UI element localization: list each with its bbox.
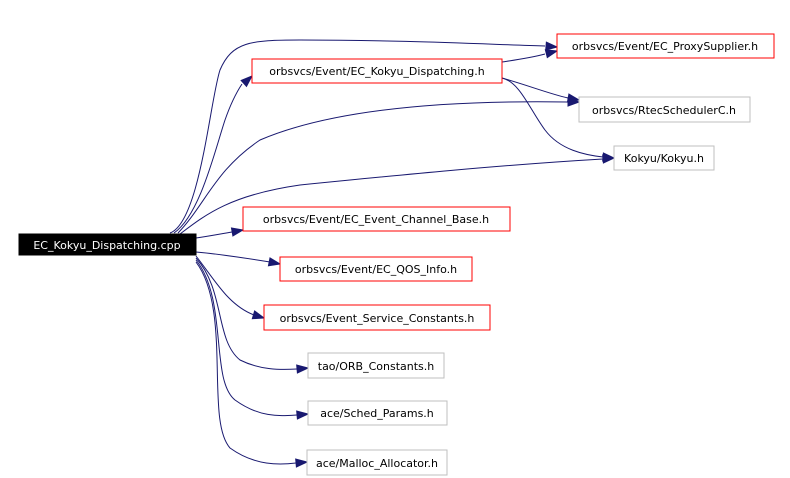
edge-root-to-event-channel-base <box>195 227 245 239</box>
node-kokyu-h-label: Kokyu/Kokyu.h <box>624 152 704 165</box>
edge-arrowhead <box>296 410 310 420</box>
node-kokyu-dispatching-h[interactable]: orbsvcs/Event/EC_Kokyu_Dispatching.h <box>251 58 503 84</box>
node-event-service-constants[interactable]: orbsvcs/Event_Service_Constants.h <box>263 304 491 331</box>
node-rtec-scheduler-label: orbsvcs/RtecSchedulerC.h <box>592 104 736 117</box>
nodes-layer: EC_Kokyu_Dispatching.cpp orbsvcs/Event/E… <box>18 33 775 476</box>
node-rtec-scheduler[interactable]: orbsvcs/RtecSchedulerC.h <box>578 96 751 123</box>
edge-arrowhead <box>295 458 309 468</box>
edge-arrowhead <box>602 152 616 162</box>
edge-root-to-qos-info <box>195 251 282 267</box>
edge-line <box>179 158 604 235</box>
edge-line <box>195 255 255 316</box>
edge-arrowhead <box>240 75 254 88</box>
edge-line <box>501 77 604 158</box>
edge-line <box>169 39 546 234</box>
node-root-box <box>18 233 197 256</box>
edge-arrowhead <box>296 364 310 374</box>
edge-line <box>195 231 233 239</box>
edge-line <box>195 261 297 465</box>
node-event-channel-base-label: orbsvcs/Event/EC_Event_Channel_Base.h <box>263 213 489 226</box>
edge-root-to-sched-params <box>195 259 310 420</box>
node-sched-params-box <box>307 400 448 426</box>
edge-kokyu-dispatching-h-to-proxy-supplier <box>501 49 559 63</box>
edge-arrowhead <box>545 41 559 51</box>
edge-arrowhead <box>267 257 282 267</box>
node-orb-constants-box <box>307 352 445 379</box>
node-event-channel-base[interactable]: orbsvcs/Event/EC_Event_Channel_Base.h <box>242 206 511 232</box>
edge-kokyu-dispatching-h-to-kokyu-h <box>501 77 616 162</box>
edge-arrowhead <box>230 227 245 237</box>
node-malloc-allocator-box <box>306 449 448 476</box>
node-root[interactable]: EC_Kokyu_Dispatching.cpp <box>18 233 197 256</box>
edge-root-to-kokyu-dispatching-h <box>173 75 254 234</box>
edge-line <box>177 101 569 234</box>
edge-arrowhead <box>544 49 559 59</box>
node-orb-constants[interactable]: tao/ORB_Constants.h <box>307 352 445 379</box>
edge-kokyu-dispatching-h-to-rtec-scheduler <box>501 77 581 103</box>
edge-arrowhead <box>251 310 266 320</box>
node-kokyu-dispatching-h-label: orbsvcs/Event/EC_Kokyu_Dispatching.h <box>269 65 484 78</box>
edge-root-to-orb-constants <box>195 257 310 374</box>
edge-arrowhead <box>566 93 581 103</box>
node-event-channel-base-box <box>242 206 511 232</box>
edge-root-to-proxy-supplier <box>169 39 559 234</box>
node-kokyu-h-box <box>613 145 715 171</box>
edge-line <box>195 259 298 417</box>
node-proxy-supplier[interactable]: orbsvcs/Event/EC_ProxySupplier.h <box>556 33 775 59</box>
node-event-service-constants-box <box>263 304 491 331</box>
edge-line <box>501 77 569 99</box>
node-rtec-scheduler-box <box>578 96 751 123</box>
node-root-label: EC_Kokyu_Dispatching.cpp <box>33 239 180 252</box>
node-qos-info[interactable]: orbsvcs/Event/EC_QOS_Info.h <box>279 256 473 282</box>
node-qos-info-label: orbsvcs/Event/EC_QOS_Info.h <box>295 263 457 276</box>
edge-line <box>501 53 546 63</box>
node-orb-constants-label: tao/ORB_Constants.h <box>318 360 435 373</box>
edge-line <box>195 257 298 370</box>
node-event-service-constants-label: orbsvcs/Event_Service_Constants.h <box>280 312 475 325</box>
node-malloc-allocator-label: ace/Malloc_Allocator.h <box>316 457 438 470</box>
node-malloc-allocator[interactable]: ace/Malloc_Allocator.h <box>306 449 448 476</box>
edges-layer <box>169 39 616 468</box>
edge-line <box>173 83 243 234</box>
edge-root-to-malloc-allocator <box>195 261 309 468</box>
node-sched-params-label: ace/Sched_Params.h <box>320 407 434 420</box>
node-sched-params[interactable]: ace/Sched_Params.h <box>307 400 448 426</box>
edge-root-to-event-service-constants <box>195 255 266 320</box>
node-qos-info-box <box>279 256 473 282</box>
edge-line <box>195 251 271 263</box>
node-kokyu-h[interactable]: Kokyu/Kokyu.h <box>613 145 715 171</box>
node-proxy-supplier-label: orbsvcs/Event/EC_ProxySupplier.h <box>572 40 758 53</box>
node-kokyu-dispatching-h-box <box>251 58 503 84</box>
node-proxy-supplier-box <box>556 33 775 59</box>
